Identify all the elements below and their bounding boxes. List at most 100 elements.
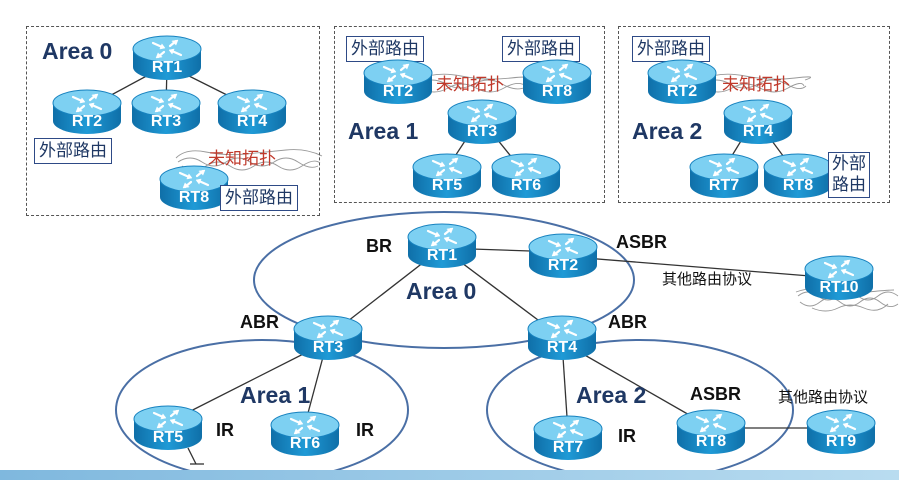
router-label: RT4 xyxy=(236,113,268,130)
role-asbr-rt2: ASBR xyxy=(616,232,668,252)
main-router-rt8: RT8 xyxy=(675,408,747,456)
router-label: RT6 xyxy=(289,435,321,452)
router-icon xyxy=(806,409,876,454)
role-ir-rt5: IR xyxy=(216,420,234,440)
router-label: RT3 xyxy=(150,113,182,130)
main-area1-title: Area 1 xyxy=(240,382,311,408)
router-icon xyxy=(133,405,203,450)
panel1-unknown-topology: 未知拓扑 xyxy=(436,75,504,95)
role-asbr-rt8: ASBR xyxy=(690,384,742,404)
router-icon xyxy=(217,89,287,134)
router-icon xyxy=(407,223,477,268)
router-label: RT2 xyxy=(666,83,698,100)
router-icon xyxy=(723,99,793,144)
ext-line-2: 路由 xyxy=(832,175,866,195)
role-ir-rt6: IR xyxy=(356,420,374,440)
role-br: BR xyxy=(366,236,392,256)
panel-area2-title: Area 2 xyxy=(632,118,703,144)
router-label: RT6 xyxy=(510,177,542,194)
router-icon xyxy=(131,89,201,134)
router-icon xyxy=(527,315,597,360)
router-icon xyxy=(159,165,229,210)
router-label: RT2 xyxy=(71,113,103,130)
main-router-rt10: RT10 xyxy=(803,254,875,302)
router-label: RT3 xyxy=(466,123,498,140)
router-label: RT1 xyxy=(426,247,458,264)
router-label: RT7 xyxy=(552,439,584,456)
panel1-router-rt8: RT8 xyxy=(521,58,593,106)
panel-area1 xyxy=(334,26,605,203)
panel0-external-route-2: 外部路由 xyxy=(220,185,298,211)
panel2-router-rt2: RT2 xyxy=(646,58,718,106)
panel-area0-title: Area 0 xyxy=(42,38,113,64)
main-router-rt2: RT2 xyxy=(527,232,599,280)
bottom-accent-bar xyxy=(0,470,899,480)
panel0-router-rt4: RT4 xyxy=(216,88,288,136)
panel0-unknown-topology: 未知拓扑 xyxy=(208,149,276,169)
router-label: RT8 xyxy=(695,433,727,450)
router-label: RT8 xyxy=(541,83,573,100)
main-router-rt9: RT9 xyxy=(805,408,877,456)
router-icon xyxy=(270,411,340,456)
panel-area2 xyxy=(618,26,890,203)
panel2-router-rt7: RT7 xyxy=(688,152,760,200)
panel0-router-rt1: RT1 xyxy=(131,34,203,82)
panel1-external-route-right: 外部路由 xyxy=(502,36,580,62)
router-icon xyxy=(676,409,746,454)
panel0-router-rt2: RT2 xyxy=(51,88,123,136)
main-router-rt4: RT4 xyxy=(526,314,598,362)
panel1-external-route-left: 外部路由 xyxy=(346,36,424,62)
router-icon xyxy=(528,233,598,278)
router-icon xyxy=(763,153,833,198)
area0-ellipse xyxy=(253,211,635,349)
area2-ellipse xyxy=(486,339,794,480)
other-protocol-rt9: 其他路由协议 xyxy=(778,388,869,406)
router-icon xyxy=(491,153,561,198)
router-label: RT5 xyxy=(152,429,184,446)
router-icon xyxy=(412,153,482,198)
router-icon xyxy=(647,59,717,104)
panel1-router-rt6: RT6 xyxy=(490,152,562,200)
router-label: RT9 xyxy=(825,433,857,450)
main-router-rt7: RT7 xyxy=(532,414,604,462)
router-icon xyxy=(804,255,874,300)
router-icon xyxy=(689,153,759,198)
router-label: RT4 xyxy=(742,123,774,140)
panel-area0 xyxy=(26,26,320,216)
main-router-rt3: RT3 xyxy=(292,314,364,362)
role-abr-rt4: ABR xyxy=(608,312,647,332)
panel0-external-route-1: 外部路由 xyxy=(34,138,112,164)
router-label: RT4 xyxy=(546,339,578,356)
panel0-router-rt8: RT8 xyxy=(158,164,230,212)
router-icon xyxy=(132,35,202,80)
panel2-router-rt8: RT8 xyxy=(762,152,834,200)
router-label: RT2 xyxy=(382,83,414,100)
role-ir-rt7: IR xyxy=(618,426,636,446)
router-label: RT3 xyxy=(312,339,344,356)
panel2-unknown-topology: 未知拓扑 xyxy=(722,75,790,95)
router-icon xyxy=(293,315,363,360)
ext-line-1: 外部 xyxy=(832,154,866,174)
area1-ellipse xyxy=(115,339,409,480)
router-label: RT10 xyxy=(819,279,859,296)
router-label: RT7 xyxy=(708,177,740,194)
panel2-external-route-split: 外部 路由 xyxy=(828,152,870,198)
panel1-router-rt5: RT5 xyxy=(411,152,483,200)
role-abr-rt3: ABR xyxy=(240,312,279,332)
router-icon xyxy=(363,59,433,104)
panel-area1-title: Area 1 xyxy=(348,118,419,144)
router-label: RT8 xyxy=(782,177,814,194)
router-label: RT8 xyxy=(178,189,210,206)
router-label: RT2 xyxy=(547,257,579,274)
router-icon xyxy=(533,415,603,460)
router-icon xyxy=(522,59,592,104)
main-router-rt6: RT6 xyxy=(269,410,341,458)
main-area0-title: Area 0 xyxy=(406,278,477,304)
router-label: RT5 xyxy=(431,177,463,194)
main-router-rt1: RT1 xyxy=(406,222,478,270)
main-area2-title: Area 2 xyxy=(576,382,647,408)
router-icon xyxy=(447,99,517,144)
panel2-router-rt4: RT4 xyxy=(722,98,794,146)
main-router-rt5: RT5 xyxy=(132,404,204,452)
panel1-router-rt3: RT3 xyxy=(446,98,518,146)
